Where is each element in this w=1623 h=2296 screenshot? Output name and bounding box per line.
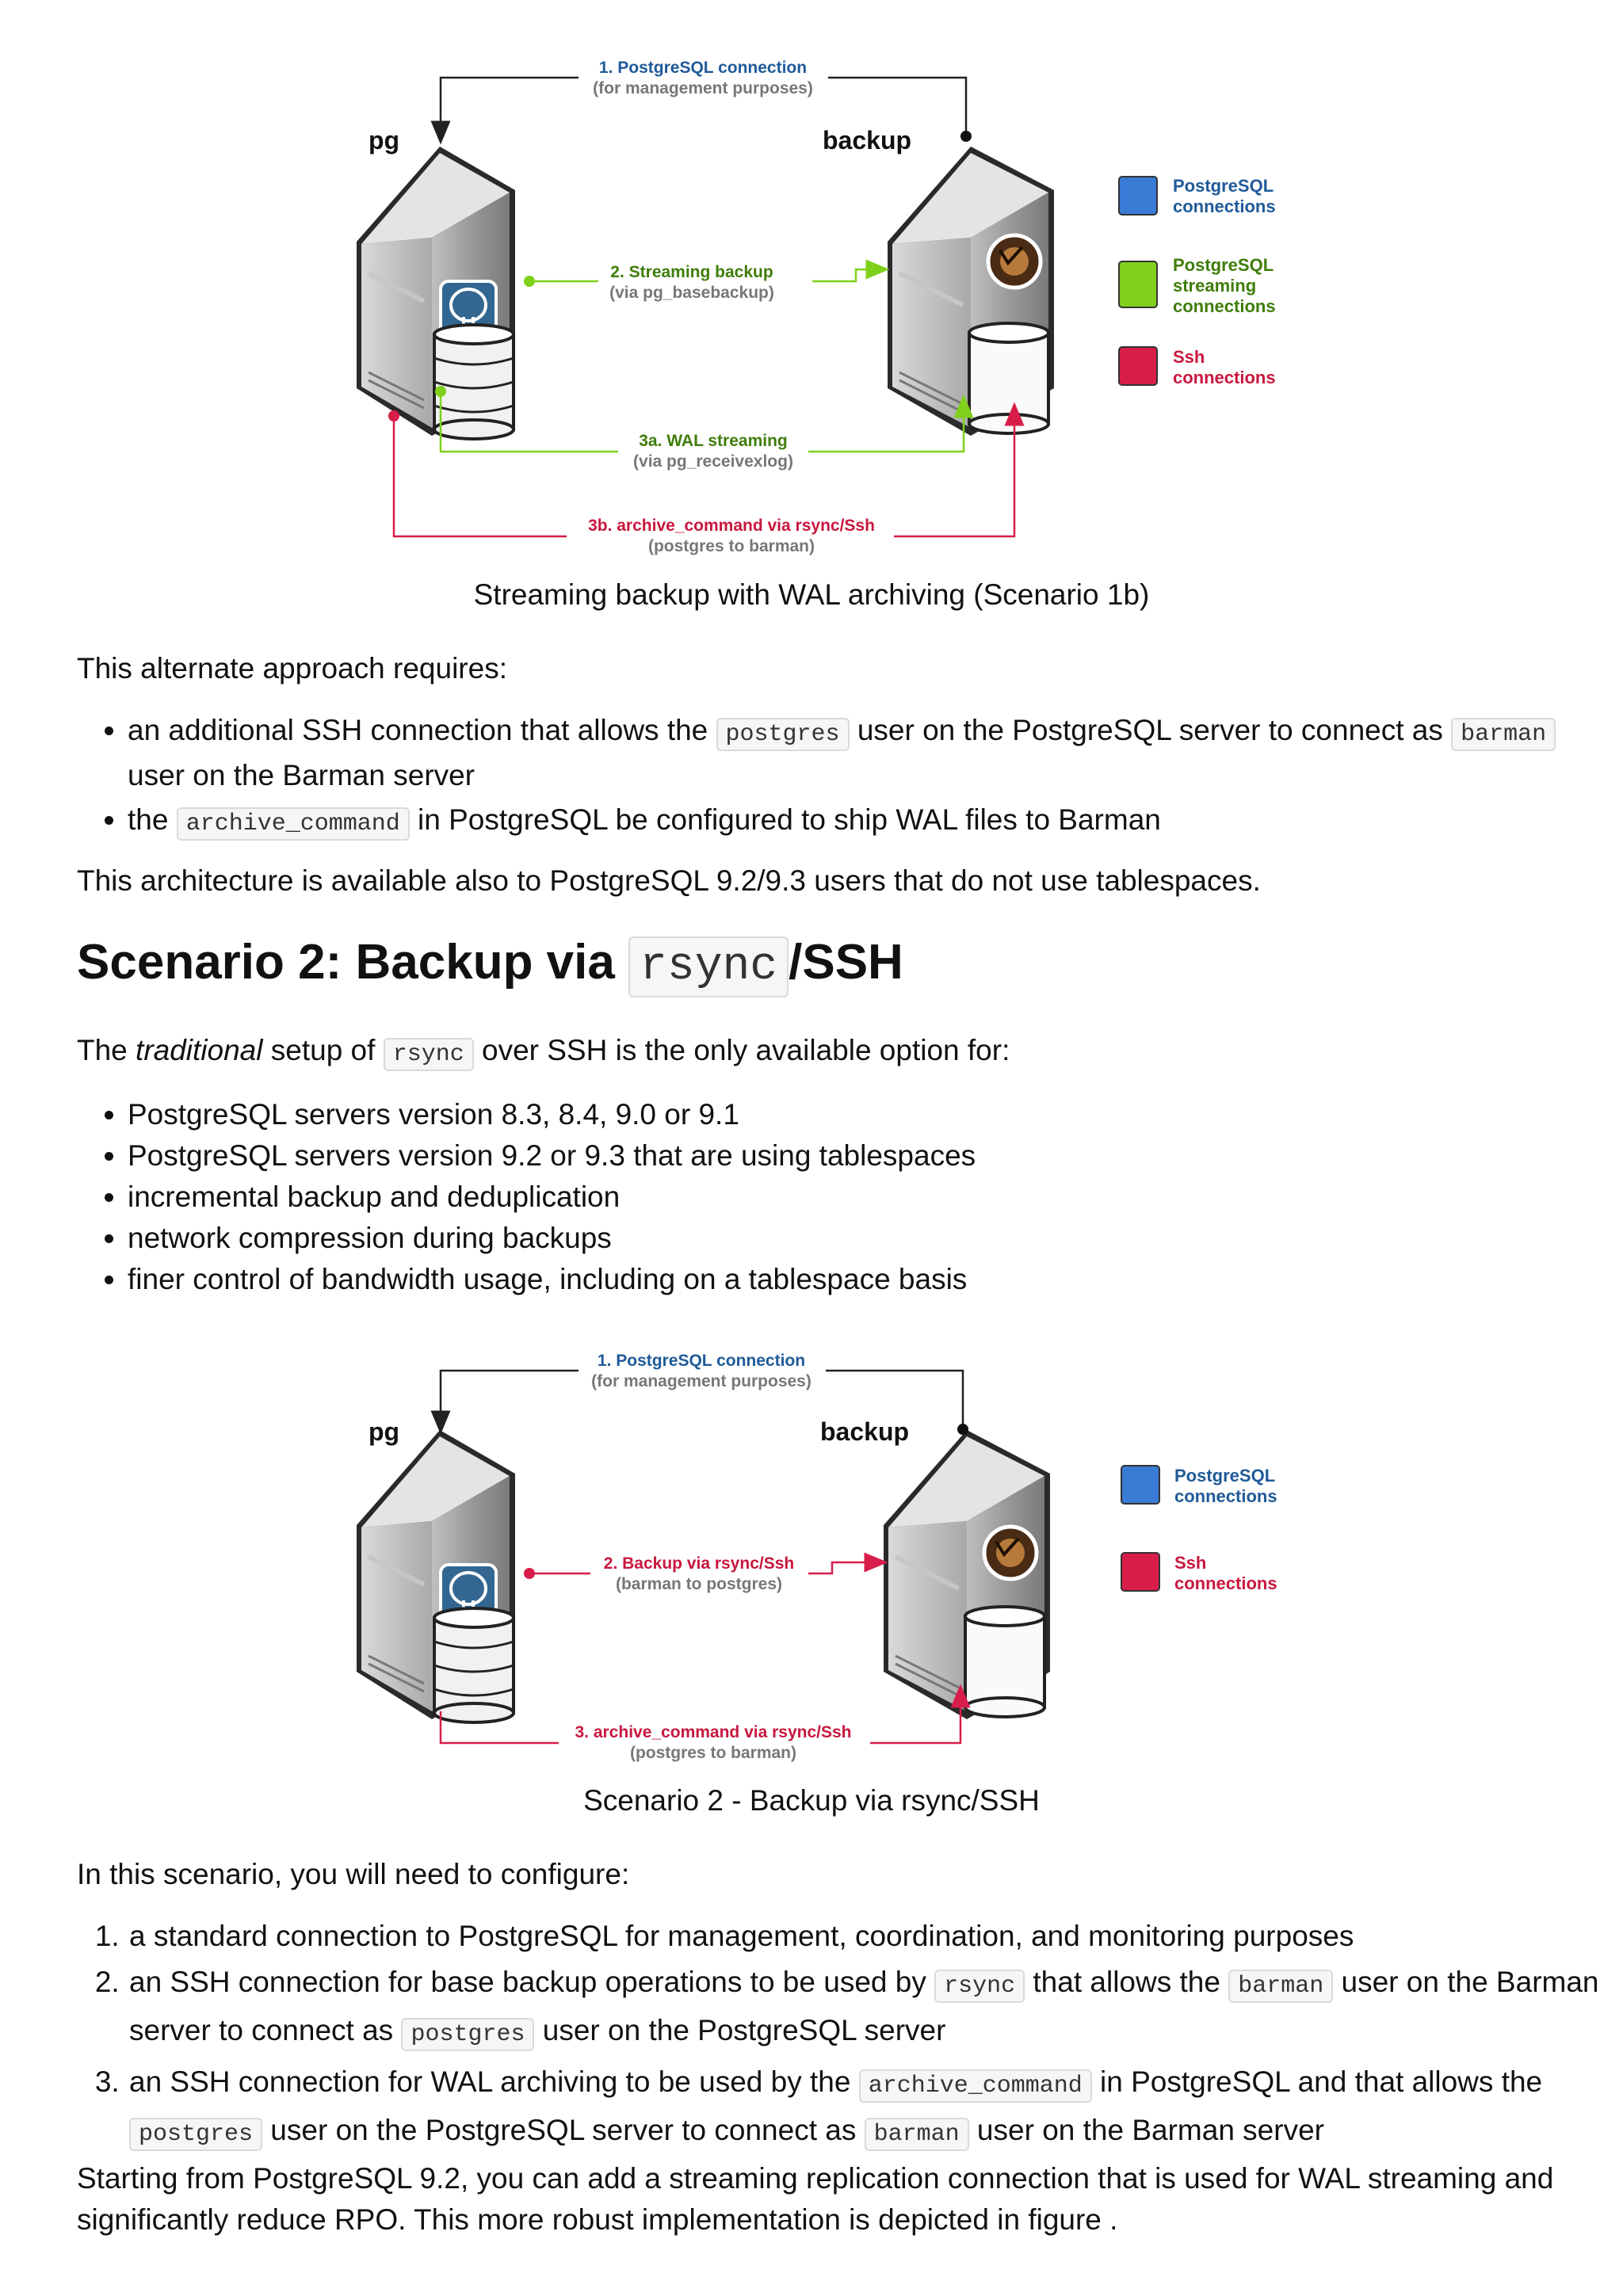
connection-3a-line <box>435 386 974 453</box>
figure-scenario-2: pg backup 1. PostgreSQL connection (for … <box>0 1331 1623 1775</box>
section-1-note: This architecture is available also to P… <box>77 864 1261 897</box>
legend-swatch-postgresql <box>1121 1465 1160 1505</box>
legend-label-streaming-3: connections <box>1173 296 1276 316</box>
inline-code: postgres <box>716 718 850 751</box>
section-heading-scenario-2: Scenario 2: Backup via rsync/SSH <box>77 927 903 1003</box>
list-item: PostgreSQL servers version 8.3, 8.4, 9.0… <box>128 1094 1610 1135</box>
connection-1-subtitle: (for management purposes) <box>591 1372 812 1390</box>
connection-2-title: 2. Backup via rsync/Ssh <box>604 1554 794 1573</box>
legend-swatch-postgresql <box>1118 176 1158 215</box>
list-item: incremental backup and deduplication <box>128 1177 1610 1218</box>
section-2-intro: The traditional setup of rsync over SSH … <box>77 1030 1567 1075</box>
section-3-outro: Starting from PostgreSQL 9.2, you can ad… <box>77 2162 1554 2236</box>
inline-code: barman <box>864 2118 969 2151</box>
legend: PostgreSQL connections Ssh connections <box>1121 1465 1277 1593</box>
inline-code: archive_command <box>176 807 410 841</box>
connection-2-title: 2. Streaming backup <box>610 263 773 281</box>
pg-label: pg <box>369 1417 399 1446</box>
list-item: network compression during backups <box>128 1218 1610 1259</box>
list-item: an SSH connection for base backup operat… <box>128 1960 1610 2057</box>
legend-label-ssh-2: connections <box>1174 1573 1277 1593</box>
legend-label-postgresql-2: connections <box>1174 1486 1277 1506</box>
barman-logo-icon <box>986 233 1043 290</box>
list-item: finer control of bandwidth usage, includ… <box>128 1259 1610 1300</box>
inline-code: barman <box>1451 718 1556 751</box>
legend-swatch-streaming <box>1118 261 1158 308</box>
inline-code: rsync <box>628 936 789 997</box>
legend-swatch-ssh <box>1121 1552 1160 1592</box>
list-item: an SSH connection for WAL archiving to b… <box>128 2060 1610 2157</box>
inline-code: rsync <box>383 1038 474 1071</box>
figure-2-caption: Scenario 2 - Backup via rsync/SSH <box>583 1784 1040 1817</box>
connection-3b-subtitle: (postgres to barman) <box>648 537 815 555</box>
legend-swatch-ssh <box>1118 346 1158 386</box>
figure-scenario-1b: pg backup 1. PostgreSQL connection (for … <box>0 40 1623 586</box>
section-2-bullets: PostgreSQL servers version 8.3, 8.4, 9.0… <box>77 1094 1610 1300</box>
legend-label-postgresql-2: connections <box>1173 196 1276 216</box>
section-3-list: a standard connection to PostgreSQL for … <box>77 1916 1610 2157</box>
legend-label-streaming-1: PostgreSQL <box>1173 255 1274 275</box>
connection-2-subtitle: (barman to postgres) <box>616 1575 782 1593</box>
legend-label-ssh-1: Ssh <box>1174 1553 1206 1573</box>
connection-1-title: 1. PostgreSQL connection <box>599 59 807 77</box>
backup-storage-icon <box>964 1605 1046 1718</box>
backup-label: backup <box>823 126 911 154</box>
connection-3-subtitle: (postgres to barman) <box>630 1744 796 1762</box>
inline-code: barman <box>1228 1970 1334 2003</box>
section-1-bullets: an additional SSH connection that allows… <box>77 710 1610 845</box>
connection-1-subtitle: (for management purposes) <box>593 79 813 97</box>
inline-code: archive_command <box>858 2069 1092 2103</box>
legend-label-ssh-1: Ssh <box>1173 347 1205 367</box>
figure-1-caption: Streaming backup with WAL archiving (Sce… <box>473 578 1150 611</box>
pg-database-icon <box>433 323 515 441</box>
pg-label: pg <box>369 126 399 154</box>
connection-3-title: 3. archive_command via rsync/Ssh <box>575 1723 851 1741</box>
connection-3b-title: 3b. archive_command via rsync/Ssh <box>588 517 875 535</box>
connection-3-line <box>439 1684 971 1745</box>
inline-code: rsync <box>934 1970 1025 2003</box>
connection-3a-title: 3a. WAL streaming <box>639 432 788 450</box>
backup-label: backup <box>820 1417 909 1446</box>
connection-1-line <box>430 1369 968 1435</box>
barman-logo-icon <box>982 1524 1039 1581</box>
backup-storage-icon <box>968 322 1050 435</box>
section-3-intro: In this scenario, you will need to confi… <box>77 1858 630 1890</box>
diagram-scenario-1b: pg backup 1. PostgreSQL connection (for … <box>357 59 1276 555</box>
legend: PostgreSQL connections PostgreSQL stream… <box>1118 176 1276 387</box>
section-1-intro: This alternate approach requires: <box>77 652 507 685</box>
legend-label-ssh-2: connections <box>1173 368 1276 387</box>
connection-1-line <box>430 76 972 145</box>
connection-3a-subtitle: (via pg_receivexlog) <box>633 452 793 471</box>
connection-1-title: 1. PostgreSQL connection <box>598 1352 805 1370</box>
legend-label-postgresql-1: PostgreSQL <box>1173 176 1274 196</box>
connection-2-line <box>524 1552 888 1579</box>
list-item: PostgreSQL servers version 9.2 or 9.3 th… <box>128 1135 1610 1177</box>
diagram-scenario-2: pg backup 1. PostgreSQL connection (for … <box>357 1352 1277 1762</box>
connection-2-line <box>524 259 890 287</box>
pg-database-icon <box>433 1607 515 1724</box>
connection-3b-line <box>388 402 1025 538</box>
legend-label-postgresql-1: PostgreSQL <box>1174 1466 1275 1486</box>
list-item: the archive_command in PostgreSQL be con… <box>128 799 1610 845</box>
list-item: an additional SSH connection that allows… <box>128 710 1610 796</box>
inline-code: postgres <box>129 2118 263 2151</box>
legend-label-streaming-2: streaming <box>1173 276 1256 296</box>
inline-code: postgres <box>401 2018 535 2051</box>
connection-2-subtitle: (via pg_basebackup) <box>609 284 774 302</box>
list-item: a standard connection to PostgreSQL for … <box>128 1916 1610 1957</box>
